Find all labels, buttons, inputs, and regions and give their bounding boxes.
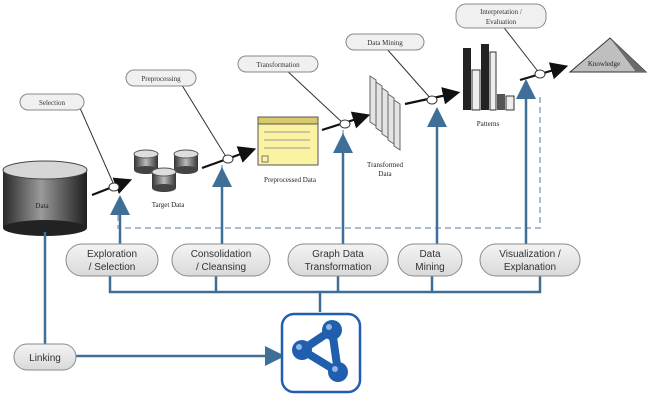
svg-text:Exploration: Exploration [87, 249, 137, 260]
tool-up-arrows [110, 79, 536, 244]
target-data-label: Target Data [152, 201, 186, 209]
svg-text:Interpretation /: Interpretation / [480, 8, 522, 16]
preprocessed-data-label: Preprocessed Data [264, 176, 317, 184]
stage-label-preprocessing: Preprocessing [125, 69, 197, 87]
svg-text:Evaluation: Evaluation [486, 18, 517, 26]
transformed-data-label-2: Data [378, 170, 392, 178]
tool-step-consolidation-cleansing: Consolidation / Cleansing [171, 243, 271, 277]
svg-text:Mining: Mining [415, 262, 444, 273]
transformed-data-pages [369, 75, 401, 151]
svg-text:Transformation: Transformation [305, 262, 372, 273]
svg-text:/ Cleansing: / Cleansing [196, 262, 246, 273]
stage-label-interpretation: Interpretation / Evaluation [455, 3, 547, 29]
data-cylinder: Data [2, 160, 88, 236]
svg-text:Transformation: Transformation [256, 61, 300, 69]
transformed-data-label-1: Transformed [367, 161, 403, 169]
svg-text:Selection: Selection [39, 99, 66, 107]
svg-text:Explanation: Explanation [504, 262, 556, 273]
stage-label-selection: Selection [19, 93, 85, 111]
patterns-label: Patterns [477, 120, 500, 128]
stage-label-transformation: Transformation [237, 55, 319, 73]
tool-step-exploration-selection: Exploration / Selection [65, 243, 159, 277]
knowledge-pyramid: Knowledge [568, 37, 648, 73]
tool-bus-lines [43, 232, 542, 366]
tool-step-visualization-explanation: Visualization / Explanation [479, 243, 581, 277]
svg-text:/ Selection: / Selection [89, 262, 136, 273]
linking-step: Linking [13, 343, 77, 371]
svg-text:Consolidation: Consolidation [191, 249, 252, 260]
callout-lines [79, 19, 541, 186]
tool-step-data-mining: Data Mining [397, 243, 463, 277]
svg-text:Visualization /: Visualization / [499, 249, 561, 260]
tool-step-graph-data-transformation: Graph Data Transformation [287, 243, 389, 277]
svg-text:Preprocessing: Preprocessing [141, 75, 181, 83]
knowledge-label: Knowledge [588, 60, 620, 68]
checkpoint-markers [108, 69, 546, 192]
svg-text:Linking: Linking [29, 353, 61, 364]
preprocessed-data-document: Preprocessed Data [257, 116, 319, 184]
target-data-cylinders: Target Data [133, 149, 199, 209]
patterns-bars: Patterns [463, 44, 515, 128]
svg-text:Data Mining: Data Mining [367, 39, 403, 47]
svg-text:Graph Data: Graph Data [312, 249, 364, 260]
graph-network-icon [280, 312, 362, 394]
stage-label-data-mining: Data Mining [345, 33, 425, 51]
svg-text:Data: Data [419, 249, 441, 260]
data-label: Data [35, 202, 49, 210]
